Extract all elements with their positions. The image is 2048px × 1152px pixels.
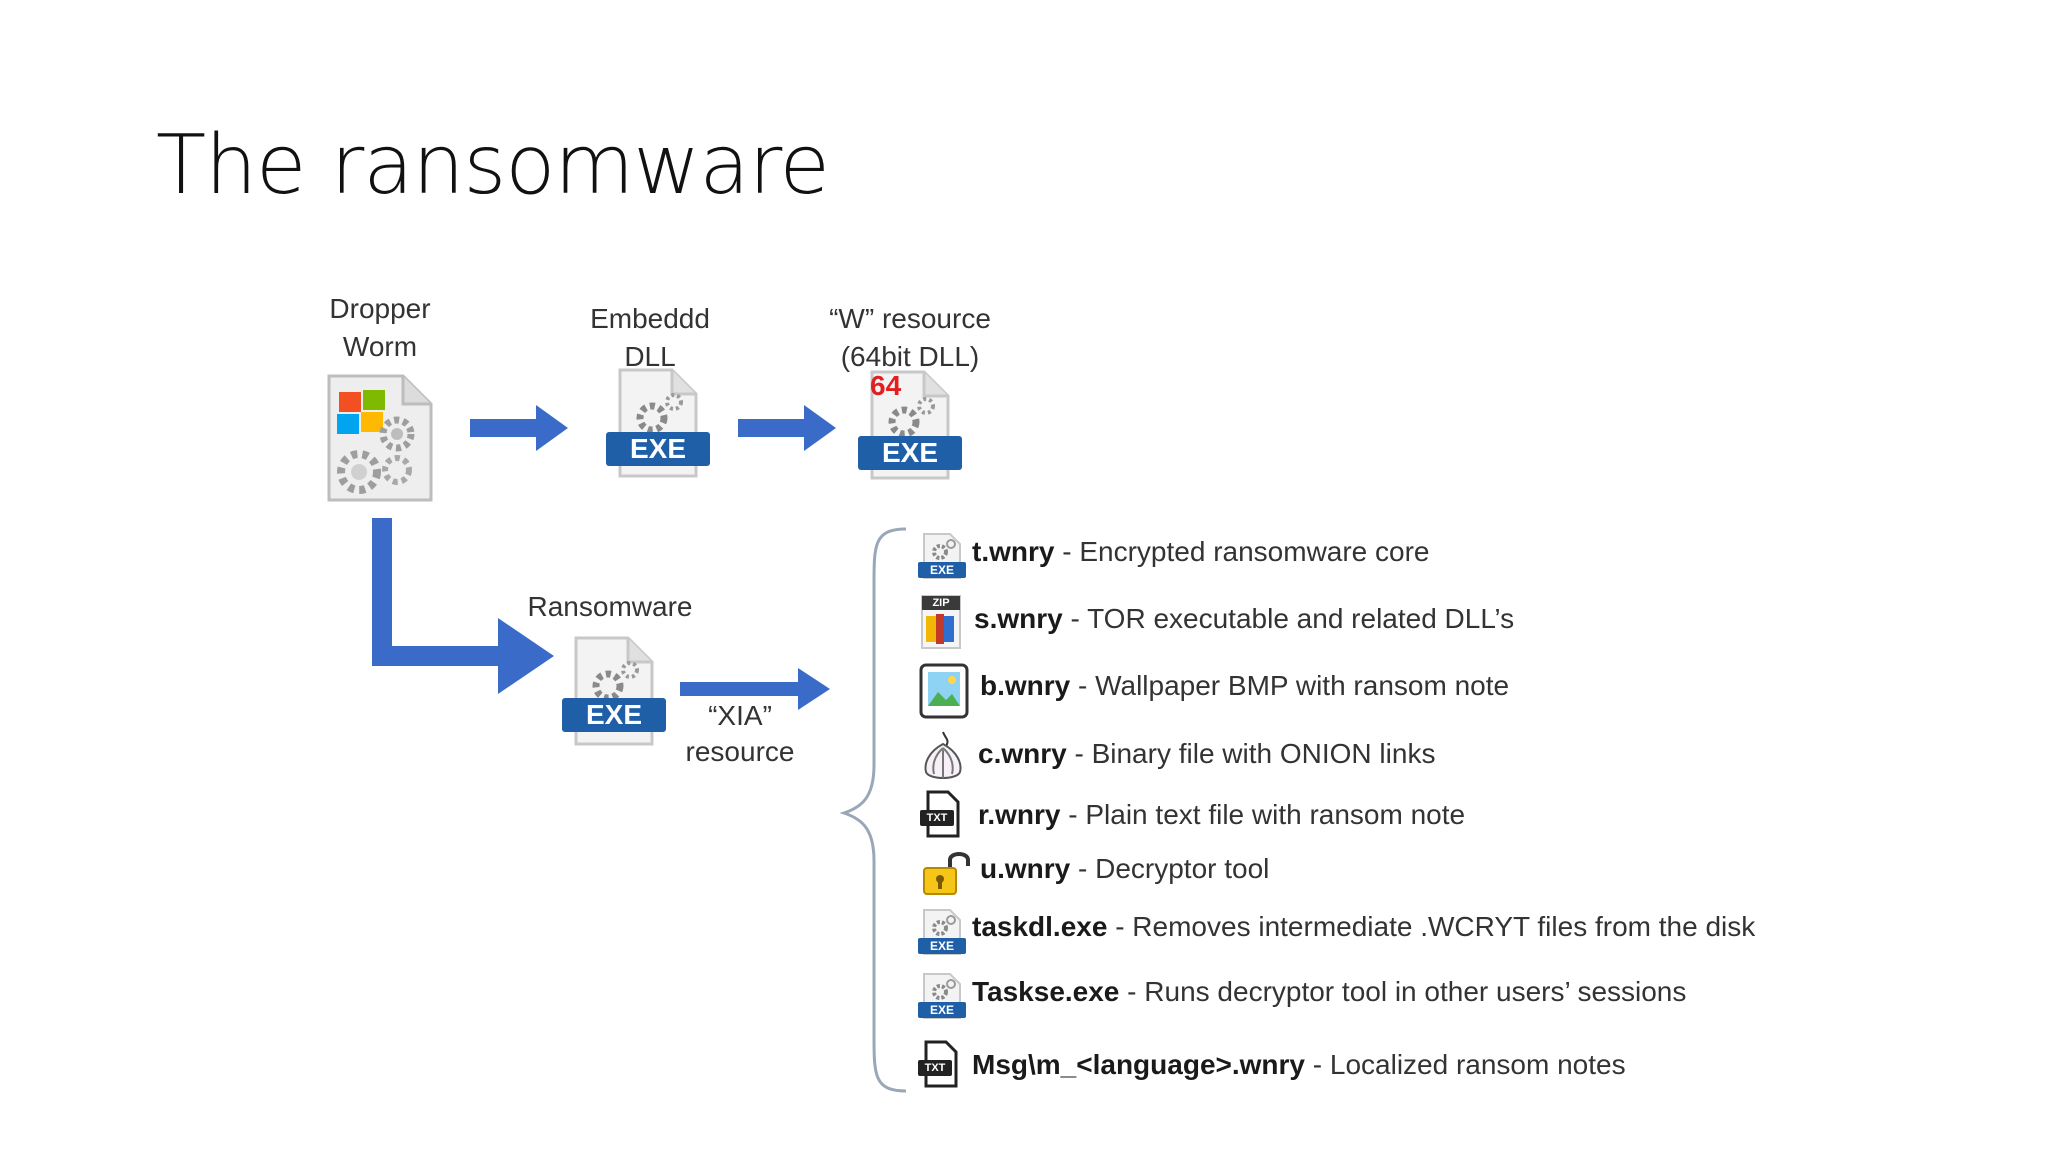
file-name: r.wnry — [978, 799, 1061, 830]
file-desc: - Decryptor tool — [1070, 853, 1270, 884]
slide-title: The ransomware — [156, 118, 830, 213]
dropper-label: Dropper Worm — [310, 290, 450, 366]
file-name: u.wnry — [980, 853, 1071, 884]
file-item-t-wnry: t.wnry - Encrypted ransomware core — [972, 535, 1430, 569]
file-name: Msg\m_<language>.wnry — [972, 1049, 1305, 1080]
exe-gear-icon: EXE — [916, 532, 968, 580]
file-name: Taskse.exe — [972, 976, 1120, 1007]
arrow-dropper-to-dll — [470, 405, 568, 451]
file-name: t.wnry — [972, 536, 1055, 567]
w-resource-exe-file-icon: 64 EXE — [858, 370, 962, 482]
r-wnry-badge: TXT — [926, 812, 948, 824]
file-desc: - TOR executable and related DLL’s — [1062, 603, 1515, 634]
t-wnry-badge: EXE — [929, 563, 954, 577]
file-name: taskdl.exe — [972, 911, 1108, 942]
dll-exe-badge: EXE — [629, 433, 687, 464]
image-file-icon — [919, 663, 969, 719]
windows-gear-file-icon — [327, 374, 433, 502]
file-item-taskdl-exe: taskdl.exe - Removes intermediate .WCRYT… — [972, 910, 1755, 944]
file-name: s.wnry — [974, 603, 1063, 634]
file-name: c.wnry — [978, 738, 1067, 769]
xia-resource-label: “XIA” resource — [670, 698, 810, 770]
dll-label-line2: DLL — [624, 341, 676, 372]
file-desc: - Localized ransom notes — [1305, 1049, 1626, 1080]
onion-icon — [924, 731, 962, 779]
ransomware-exe-badge: EXE — [585, 699, 643, 730]
ransomware-exe-file-icon: EXE — [562, 636, 666, 748]
padlock-icon — [923, 852, 970, 895]
file-desc: - Runs decryptor tool in other users’ se… — [1119, 976, 1687, 1007]
arrow-ransomware-to-files — [680, 668, 830, 710]
arrow-dropper-to-ransomware — [372, 518, 554, 694]
s-wnry-badge: ZIP — [932, 597, 950, 609]
file-item-taskse-exe: Taskse.exe - Runs decryptor tool in othe… — [972, 975, 1686, 1009]
exe-gear-icon: EXE — [916, 972, 968, 1020]
file-desc: - Encrypted ransomware core — [1054, 536, 1430, 567]
file-item-b-wnry: b.wnry - Wallpaper BMP with ransom note — [980, 669, 1509, 703]
dll-label: Embeddd DLL — [580, 300, 720, 376]
ransomware-label: Ransomware — [527, 591, 693, 622]
w-resource-exe-badge: EXE — [881, 437, 939, 468]
dll-label-line1: Embeddd — [590, 303, 710, 334]
file-desc: - Wallpaper BMP with ransom note — [1070, 670, 1510, 701]
file-desc: - Plain text file with ransom note — [1060, 799, 1466, 830]
file-desc: - Removes intermediate .WCRYT files from… — [1107, 911, 1756, 942]
xia-label-line2: resource — [685, 736, 795, 767]
txt-file-icon: TXT — [918, 790, 964, 838]
file-name: b.wnry — [980, 670, 1071, 701]
file-item-c-wnry: c.wnry - Binary file with ONION links — [978, 737, 1435, 771]
dropper-label-line1: Dropper — [329, 293, 431, 324]
dropper-label-line2: Worm — [342, 331, 418, 362]
taskdl-badge: EXE — [929, 939, 954, 953]
file-item-u-wnry: u.wnry - Decryptor tool — [980, 852, 1269, 886]
msg-badge: TXT — [924, 1062, 946, 1074]
w-resource-label-line1: “W” resource — [829, 303, 991, 334]
w-resource-label-line2: (64bit DLL) — [840, 341, 980, 372]
txt-file-icon: TXT — [916, 1040, 962, 1088]
zip-archive-icon: ZIP — [918, 594, 964, 650]
file-desc: - Binary file with ONION links — [1066, 738, 1436, 769]
taskse-badge: EXE — [929, 1003, 954, 1017]
curly-brace — [840, 527, 907, 1093]
file-item-s-wnry: s.wnry - TOR executable and related DLL’… — [974, 602, 1514, 636]
file-item-msg-language-wnry: Msg\m_<language>.wnry - Localized ransom… — [972, 1048, 1626, 1082]
w-resource-label: “W” resource (64bit DLL) — [810, 300, 1010, 376]
w-resource-64-overlay: 64 — [870, 370, 902, 401]
arrow-dll-to-w-resource — [738, 405, 836, 451]
dll-exe-file-icon: EXE — [606, 368, 710, 480]
xia-label-line1: “XIA” — [708, 700, 772, 731]
exe-gear-icon: EXE — [916, 908, 968, 956]
file-item-r-wnry: r.wnry - Plain text file with ransom not… — [978, 798, 1465, 832]
